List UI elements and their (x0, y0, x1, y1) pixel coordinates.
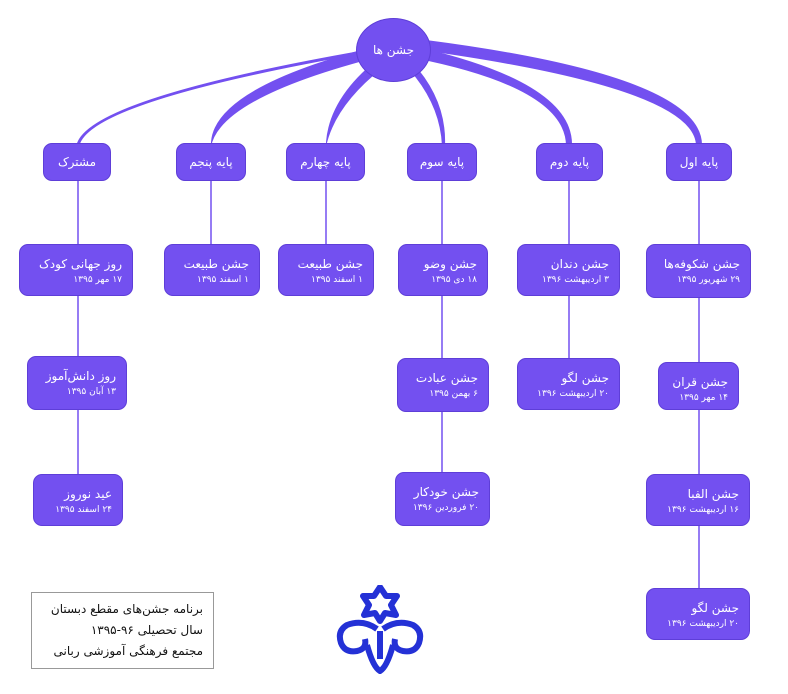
event-title: روز دانش‌آموز (45, 369, 116, 383)
event-title: جشن الفبا (687, 487, 739, 501)
event-title: جشن قران (672, 375, 728, 389)
event-node: جشن عبادت ۶ بهمن ۱۳۹۵ (397, 358, 489, 412)
info-line-title: برنامه جشن‌های مقطع دبستان (50, 602, 203, 616)
event-date: ۲۰ اردیبهشت ۱۳۹۶ (537, 389, 609, 399)
event-date: ۱ اسفند ۱۳۹۵ (311, 275, 363, 285)
category-grade-1: پایه اول (666, 143, 732, 181)
event-date: ۱۳ آبان ۱۳۹۵ (66, 387, 116, 397)
event-date: ۲۴ اسفند ۱۳۹۵ (55, 505, 112, 515)
event-title: جشن شکوفه‌ها (663, 257, 740, 271)
info-line-school: مجتمع فرهنگی آموزشی ربانی (53, 644, 203, 658)
event-node: جشن وضو ۱۸ دی ۱۳۹۵ (398, 244, 488, 296)
root-node: جشن ها (356, 18, 431, 82)
event-title: جشن لگو (691, 601, 739, 615)
event-title: جشن لگو (561, 371, 609, 385)
event-date: ۶ بهمن ۱۳۹۵ (429, 389, 478, 399)
event-title: روز جهانی کودک (39, 257, 122, 271)
category-grade-2: پایه دوم (536, 143, 603, 181)
event-node: جشن قران ۱۴ مهر ۱۳۹۵ (658, 362, 739, 410)
category-grade-3: پایه سوم (407, 143, 477, 181)
event-node: جشن شکوفه‌ها ۲۹ شهریور ۱۳۹۵ (646, 244, 751, 298)
event-node: عید نوروز ۲۴ اسفند ۱۳۹۵ (33, 474, 123, 526)
event-title: عید نوروز (64, 487, 112, 501)
event-date: ۱۸ دی ۱۳۹۵ (431, 275, 477, 285)
category-grade-5: پایه پنجم (176, 143, 246, 181)
event-node: روز جهانی کودک ۱۷ مهر ۱۳۹۵ (19, 244, 133, 296)
event-date: ۱ اسفند ۱۳۹۵ (197, 275, 249, 285)
school-emblem-icon (336, 585, 424, 674)
event-date: ۳ اردیبهشت ۱۳۹۶ (542, 275, 609, 285)
event-title: جشن طبیعت (183, 257, 249, 271)
category-label: پایه سوم (419, 155, 465, 169)
category-common: مشترک (43, 143, 111, 181)
event-title: جشن خودکار (413, 485, 479, 499)
category-label: پایه دوم (549, 155, 590, 169)
info-line-year: سال تحصیلی ۹۶-۱۳۹۵ (90, 623, 203, 637)
event-date: ۱۴ مهر ۱۳۹۵ (679, 393, 728, 403)
event-node: جشن دندان ۳ اردیبهشت ۱۳۹۶ (517, 244, 620, 296)
event-node: جشن لگو ۲۰ اردیبهشت ۱۳۹۶ (646, 588, 750, 640)
category-label: پایه چهارم (300, 155, 351, 169)
event-node: جشن لگو ۲۰ اردیبهشت ۱۳۹۶ (517, 358, 620, 410)
event-title: جشن طبیعت (297, 257, 363, 271)
event-node: جشن الفبا ۱۶ اردیبهشت ۱۳۹۶ (646, 474, 750, 526)
event-node: جشن طبیعت ۱ اسفند ۱۳۹۵ (278, 244, 374, 296)
category-label: پایه پنجم (189, 155, 233, 169)
category-label: مشترک (57, 155, 97, 169)
category-label: پایه اول (679, 155, 719, 169)
event-title: جشن دندان (550, 257, 609, 271)
event-date: ۲۰ فروردین ۱۳۹۶ (412, 503, 479, 513)
event-node: جشن طبیعت ۱ اسفند ۱۳۹۵ (164, 244, 260, 296)
event-date: ۱۷ مهر ۱۳۹۵ (73, 275, 122, 285)
category-grade-4: پایه چهارم (286, 143, 365, 181)
event-date: ۲۹ شهریور ۱۳۹۵ (677, 275, 740, 285)
event-node: روز دانش‌آموز ۱۳ آبان ۱۳۹۵ (27, 356, 127, 410)
info-box: برنامه جشن‌های مقطع دبستان سال تحصیلی ۹۶… (31, 592, 214, 669)
event-node: جشن خودکار ۲۰ فروردین ۱۳۹۶ (395, 472, 490, 526)
root-label: جشن ها (372, 43, 415, 57)
event-title: جشن وضو (423, 257, 477, 271)
event-date: ۲۰ اردیبهشت ۱۳۹۶ (667, 619, 739, 629)
event-title: جشن عبادت (415, 371, 478, 385)
event-date: ۱۶ اردیبهشت ۱۳۹۶ (667, 505, 739, 515)
